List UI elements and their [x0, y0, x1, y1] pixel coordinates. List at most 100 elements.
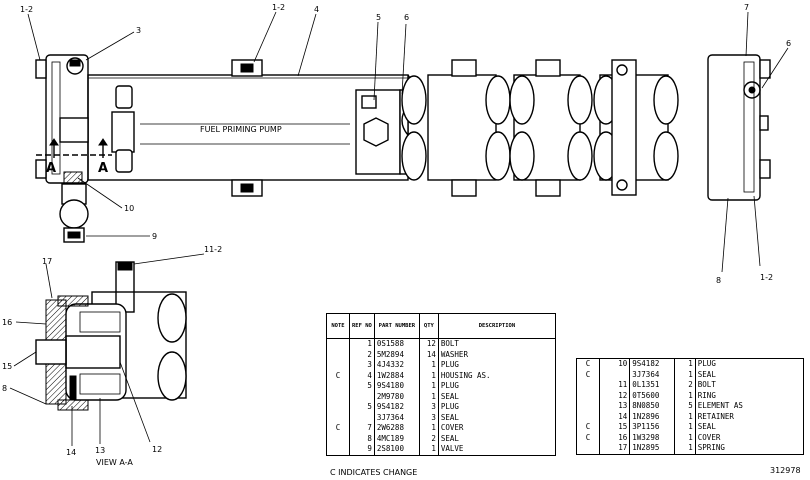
cell-part: 2W6288	[373, 423, 420, 434]
cell-ref: 2	[349, 349, 375, 360]
cell-qty: 1	[674, 390, 696, 401]
section-mark-left: A	[46, 161, 56, 176]
cell-note: C	[335, 423, 341, 432]
cell-part: 0T5600	[629, 390, 675, 401]
cell-ref: 15	[598, 422, 630, 433]
cell-note	[327, 381, 350, 392]
callout-8-right: 8	[716, 276, 721, 285]
cell-qty: 1	[674, 432, 696, 443]
cell-ref: 17	[598, 443, 630, 454]
cell-qty: 1	[674, 358, 696, 370]
cell-desc: VALVE	[437, 444, 556, 455]
cell-desc: PLUG	[437, 402, 556, 413]
cell-part: 2S8100	[373, 444, 420, 455]
cell-note	[577, 401, 600, 412]
cell-note	[327, 413, 350, 424]
cell-desc: SEAL	[437, 433, 556, 444]
cell-ref: 1	[349, 338, 375, 350]
cell-desc: RING	[694, 390, 804, 401]
document-number: 312978	[770, 466, 801, 475]
cell-desc: WASHER	[437, 349, 556, 360]
cell-ref: 14	[598, 411, 630, 422]
callout-8-left: 8	[2, 384, 7, 393]
housing-body	[59, 74, 409, 181]
callout-16: 16	[2, 318, 12, 327]
cell-qty: 12	[418, 338, 439, 350]
cell-part: 4MC189	[373, 433, 420, 444]
cell-part: 0L1351	[629, 380, 675, 391]
cell-part: 2M9780	[373, 391, 420, 402]
cell-qty: 2	[418, 433, 439, 444]
callout-5: 5	[376, 13, 381, 22]
cell-ref: 11	[598, 380, 630, 391]
cell-note	[577, 380, 600, 391]
callout-1-2-top-left: 1-2	[20, 5, 33, 14]
cell-part: 9S4180	[373, 381, 420, 392]
callout-1-2-top-mid: 1-2	[272, 3, 285, 12]
cell-ref: 9	[349, 444, 375, 455]
cell-qty: 1	[674, 411, 696, 422]
cell-ref: 13	[598, 401, 630, 412]
cell-part: 1N2896	[629, 411, 675, 422]
cell-desc: RETAINER	[694, 411, 804, 422]
cell-note	[577, 443, 600, 454]
cell-qty: 1	[674, 369, 696, 380]
cell-desc: PLUG	[437, 381, 556, 392]
cell-qty: 1	[418, 444, 439, 455]
cell-part: 3J7364	[373, 412, 420, 423]
filter-sections	[401, 59, 679, 197]
cell-note: C	[335, 370, 341, 380]
cell-part: 3J7364	[629, 369, 675, 380]
callouts: 1-2 3 1-2 4 5 6 7 6 10 9 11-2 8 1-2 17 1…	[2, 3, 791, 457]
cell-part: 4J4332	[373, 360, 420, 371]
cell-note: C	[585, 359, 591, 368]
cell-note	[577, 412, 600, 423]
cell-ref	[598, 369, 630, 380]
cell-part: 1N2895	[629, 443, 675, 454]
cell-desc: SPRING	[694, 443, 804, 454]
cell-qty: 14	[418, 349, 439, 360]
cell-qty: 3	[418, 402, 439, 413]
header-part: PART NUMBER	[373, 313, 420, 339]
cell-note	[327, 392, 350, 403]
parts-table-1: NOTE REF NO PART NUMBER QTY DESCRIPTION …	[326, 313, 556, 456]
cell-ref: 5	[349, 402, 375, 413]
cell-ref	[349, 412, 375, 423]
section-line-a-a	[36, 138, 112, 158]
cell-note	[327, 339, 350, 350]
header-ref: REF NO	[349, 313, 375, 339]
callout-3: 3	[136, 26, 141, 35]
callout-13: 13	[95, 446, 105, 455]
cell-ref: 7	[349, 423, 375, 434]
cell-note	[577, 391, 600, 402]
cell-part: 0S1588	[373, 338, 420, 350]
callout-14: 14	[66, 448, 76, 457]
cell-desc: SEAL	[437, 412, 556, 423]
callout-7: 7	[744, 3, 749, 12]
cell-qty: 3	[418, 412, 439, 423]
cell-desc: PLUG	[437, 360, 556, 371]
callout-6-mid: 6	[404, 13, 409, 22]
cell-qty: 1	[418, 391, 439, 402]
callout-15: 15	[2, 362, 12, 371]
callout-1-2-right: 1-2	[760, 273, 773, 282]
cell-desc: BOLT	[437, 338, 556, 350]
cell-desc: COVER	[437, 423, 556, 434]
cell-desc: ELEMENT AS	[694, 401, 804, 412]
tube-clamps	[231, 59, 263, 197]
cell-qty: 5	[674, 401, 696, 412]
cell-desc: SEAL	[694, 422, 804, 433]
cell-note	[327, 402, 350, 413]
cell-part: 8N0850	[629, 401, 675, 412]
callout-9: 9	[152, 232, 157, 241]
